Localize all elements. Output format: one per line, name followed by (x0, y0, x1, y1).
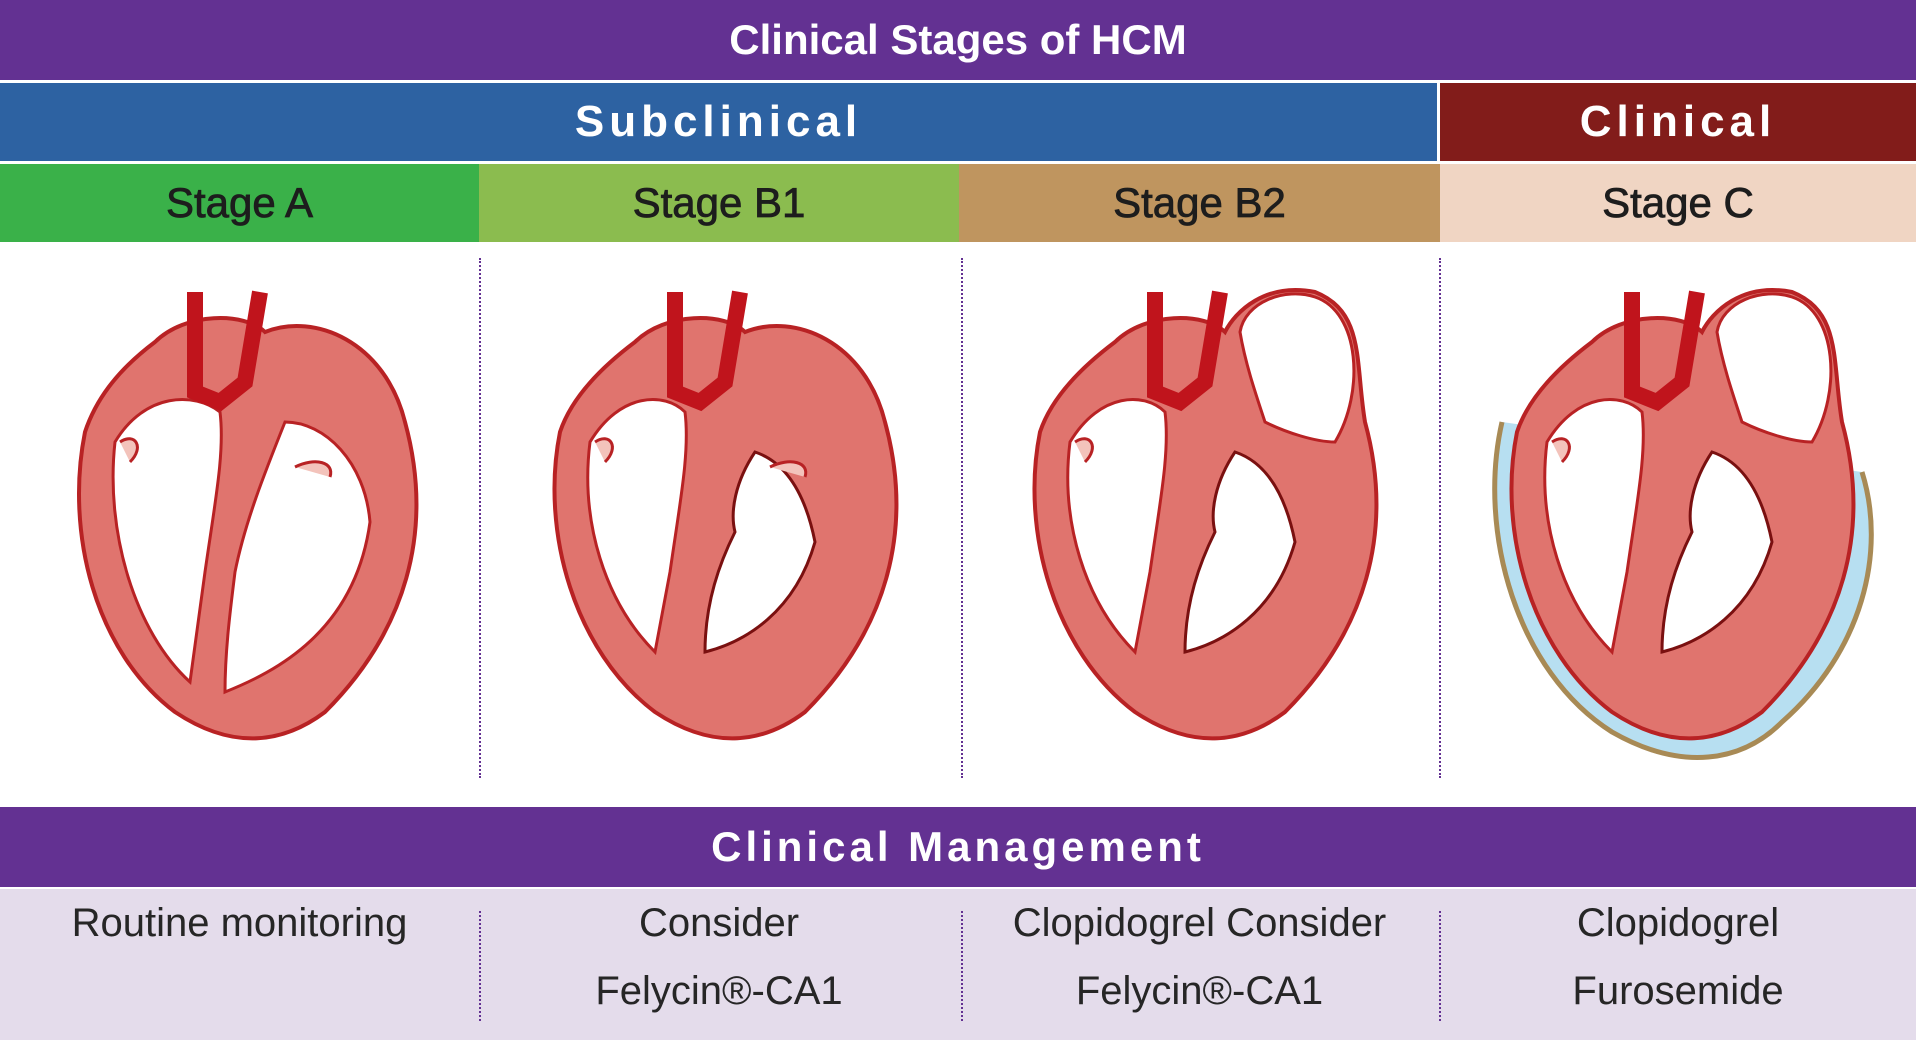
stage-divider (1439, 258, 1441, 778)
management-title-bar: Clinical Management (0, 807, 1916, 887)
stage-b2-label: Stage B2 (1113, 179, 1286, 227)
stage-divider (479, 258, 481, 778)
stage-c-label: Stage C (1602, 179, 1754, 227)
page-title: Clinical Stages of HCM (0, 0, 1916, 80)
stage-divider (961, 258, 963, 778)
management-row: Routine monitoring Consider Felycin®-CA1… (0, 889, 1916, 1040)
management-stage-b2-line1: Clopidogrel Consider (959, 889, 1440, 957)
management-stage-c: Clopidogrel Furosemide (1440, 889, 1916, 1040)
category-clinical: Clinical (1440, 83, 1916, 161)
heart-illustrations (0, 242, 1916, 807)
management-stage-a: Routine monitoring (0, 889, 479, 1040)
management-stage-b1-line2: Felycin®-CA1 (479, 957, 959, 1025)
heart-failure-c-illustration (1462, 272, 1902, 772)
stage-a-label: Stage A (166, 179, 313, 227)
stage-b2-header: Stage B2 (959, 164, 1440, 242)
management-stage-b1: Consider Felycin®-CA1 (479, 889, 959, 1040)
stage-b1-label: Stage B1 (633, 179, 806, 227)
management-stage-c-line2: Furosemide (1440, 957, 1916, 1025)
category-subclinical-label: Subclinical (575, 97, 862, 147)
category-subclinical: Subclinical (0, 83, 1437, 161)
stage-row: Stage A Stage B1 Stage B2 Stage C (0, 164, 1916, 242)
normal-heart-illustration (25, 272, 465, 772)
management-stage-c-line1: Clopidogrel (1440, 889, 1916, 957)
title-text: Clinical Stages of HCM (729, 16, 1186, 64)
management-stage-b2-line2: Felycin®-CA1 (959, 957, 1440, 1025)
hypertrophic-heart-b1-illustration (505, 272, 945, 772)
management-stage-b1-line1: Consider (479, 889, 959, 957)
stage-a-header: Stage A (0, 164, 479, 242)
management-stage-b2: Clopidogrel Consider Felycin®-CA1 (959, 889, 1440, 1040)
category-row: Subclinical Clinical (0, 83, 1916, 161)
category-clinical-label: Clinical (1580, 97, 1777, 147)
management-title: Clinical Management (711, 823, 1205, 871)
stage-b1-header: Stage B1 (479, 164, 959, 242)
management-stage-a-line1: Routine monitoring (0, 889, 479, 957)
stage-c-header: Stage C (1440, 164, 1916, 242)
hypertrophic-heart-b2-illustration (985, 272, 1425, 772)
